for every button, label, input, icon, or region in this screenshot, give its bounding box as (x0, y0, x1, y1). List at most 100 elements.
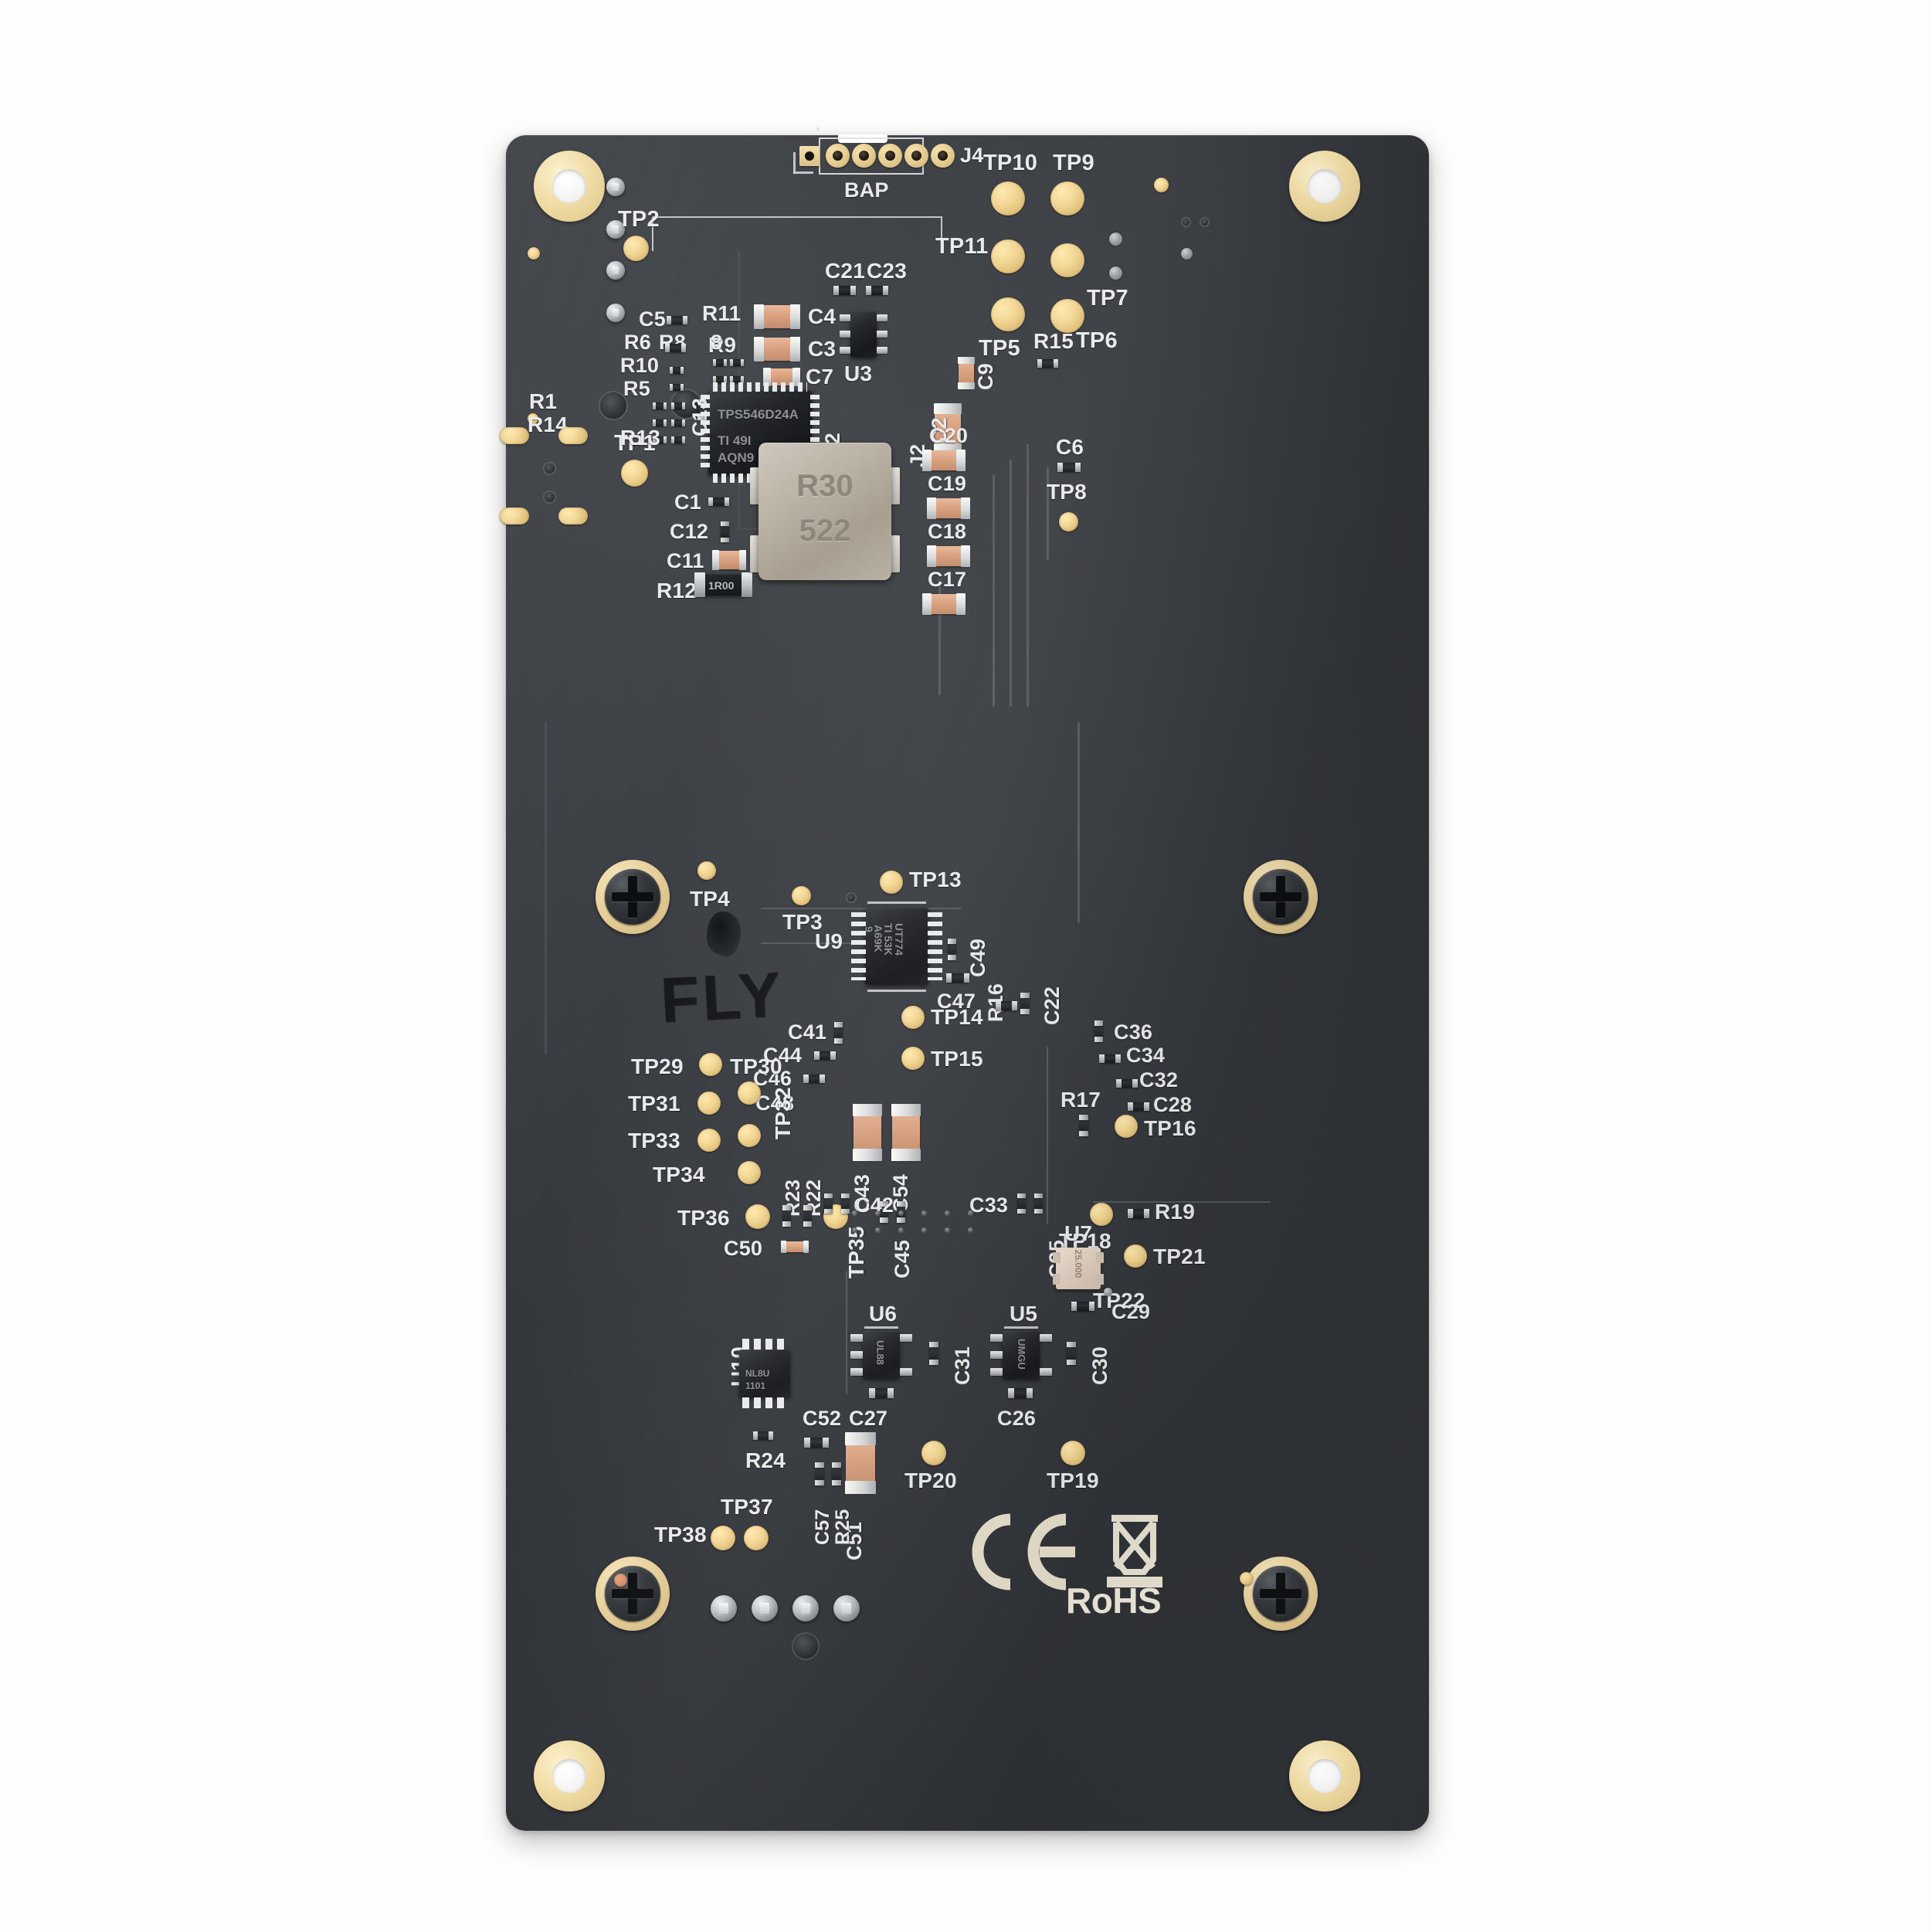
ic-u9-leads-right (928, 912, 942, 980)
ic-u10-leads-bottom (742, 1397, 787, 1408)
ic-pin (840, 347, 850, 354)
j4-pin-4[interactable] (878, 144, 902, 168)
through-hole-pin (711, 1595, 737, 1621)
r10-label: R10 (620, 354, 660, 377)
trace (1077, 722, 1080, 923)
inductor-l1: R30 522 (758, 443, 891, 580)
c3-label: C3 (808, 337, 837, 361)
test-point-tp20[interactable] (921, 1441, 946, 1465)
test-point-tp7-via-2[interactable] (1109, 267, 1122, 280)
component-r19 (1128, 1209, 1149, 1218)
r24-label: R24 (745, 1448, 786, 1472)
u9-label: U9 (815, 929, 843, 953)
test-point-tp32[interactable] (738, 1124, 761, 1147)
component-c20 (922, 450, 966, 471)
test-point-tp16[interactable] (1115, 1115, 1138, 1138)
test-point-tp7-via-1[interactable] (1109, 233, 1122, 246)
component-c18 (927, 545, 970, 567)
test-point-tp2-circle[interactable] (623, 236, 649, 261)
c22-label: C22 (1040, 986, 1064, 1025)
test-point-tp13-pad[interactable] (880, 871, 903, 894)
tp36-label: TP36 (677, 1206, 730, 1230)
component-c33b (1034, 1193, 1043, 1214)
test-point-tp31[interactable] (697, 1092, 721, 1115)
u10-marking-line2: 1101 (745, 1380, 766, 1391)
component-c46 (803, 1075, 825, 1083)
pcb-board: J4 BAP TP10 TP10 TP9 TP11 C21 C23 U3 TP5… (500, 127, 1429, 1831)
j4-pin-3[interactable] (852, 144, 876, 168)
c32-label: C32 (1139, 1068, 1179, 1092)
test-point-tp15[interactable] (901, 1047, 925, 1070)
inductor-tab-left (750, 467, 761, 504)
test-point-tp3[interactable] (792, 886, 811, 905)
test-point-tp29[interactable] (699, 1053, 722, 1076)
j4-pin1-marker-v (793, 152, 796, 174)
ic-pin (840, 331, 850, 338)
through-hole-pin (792, 1595, 819, 1621)
c4-label: C4 (808, 304, 837, 328)
test-point-tp36[interactable] (745, 1204, 770, 1229)
r1-label: R1 (529, 389, 558, 413)
pad (614, 1574, 627, 1587)
j4-pin-6[interactable] (931, 144, 955, 168)
j4-label: J4 (960, 144, 984, 167)
ic-u9-leads-left (851, 912, 866, 980)
test-point-tp19[interactable] (1061, 1441, 1085, 1465)
pad (528, 413, 538, 424)
component-r12: 1R00 (703, 574, 743, 596)
tp30-label: TP30 (730, 1054, 782, 1078)
test-point-tp38[interactable] (711, 1526, 735, 1550)
test-point-tp14[interactable] (901, 1006, 925, 1029)
pad (528, 247, 540, 260)
trace (1027, 444, 1029, 707)
tp11-label: TP11 (935, 234, 989, 259)
trace (993, 475, 995, 707)
test-point-tp33[interactable] (697, 1129, 721, 1152)
tp7-label: TP7 (1087, 286, 1128, 311)
tp13-label: TP13 (909, 868, 962, 891)
test-point-tp8[interactable] (1059, 512, 1078, 531)
rohs-label: RoHS (1066, 1581, 1162, 1621)
via (1104, 1288, 1112, 1296)
test-point-tp37[interactable] (744, 1526, 769, 1550)
c23-label: C23 (867, 259, 907, 283)
tp31-label: TP31 (628, 1092, 680, 1115)
oscillator-u7: 25.000 (1053, 1248, 1104, 1289)
bap-label: BAP (844, 178, 889, 202)
tp21-label: TP21 (1153, 1244, 1206, 1268)
mounting-hole-bottom-right (1289, 1740, 1360, 1811)
test-point-tp5[interactable] (991, 297, 1025, 331)
component-small (671, 436, 685, 443)
tp2-label: TP2 (618, 207, 660, 232)
u5-label: U5 (1010, 1302, 1038, 1326)
tp38-label: TP38 (654, 1523, 707, 1547)
test-point-tp11[interactable] (991, 239, 1025, 273)
component-c1 (708, 497, 729, 506)
ic-pin (850, 1351, 863, 1359)
component-c43 (853, 1104, 882, 1161)
tp34-label: TP34 (653, 1163, 705, 1187)
j4-pin-2[interactable] (826, 144, 850, 168)
test-point-tp30[interactable] (738, 1081, 761, 1105)
tp8-label: TP8 (1047, 480, 1087, 504)
tp33-label: TP33 (628, 1129, 680, 1153)
test-point-tp21[interactable] (1124, 1244, 1147, 1268)
component-c17 (922, 593, 966, 615)
test-point-tp9[interactable] (1050, 182, 1084, 216)
test-point-tp4[interactable] (697, 861, 716, 880)
c49-label: C49 (966, 938, 989, 977)
j4-pin-1[interactable] (799, 146, 820, 166)
tp15-label: TP15 (931, 1047, 983, 1071)
trace (545, 722, 547, 1054)
test-point-tp1[interactable] (621, 460, 648, 487)
test-point-tp10[interactable] (991, 182, 1025, 216)
component-c52b (869, 1388, 894, 1398)
test-point-tp6[interactable] (1050, 299, 1084, 333)
via (1201, 219, 1208, 226)
inductor-tab-left (750, 535, 761, 572)
test-point-tp18[interactable] (1090, 1203, 1113, 1226)
test-point-unlabeled-mid[interactable] (1050, 243, 1084, 277)
test-point-tp34[interactable] (738, 1161, 761, 1184)
c18-label: C18 (928, 520, 967, 543)
j4-pin-5[interactable] (904, 144, 928, 168)
